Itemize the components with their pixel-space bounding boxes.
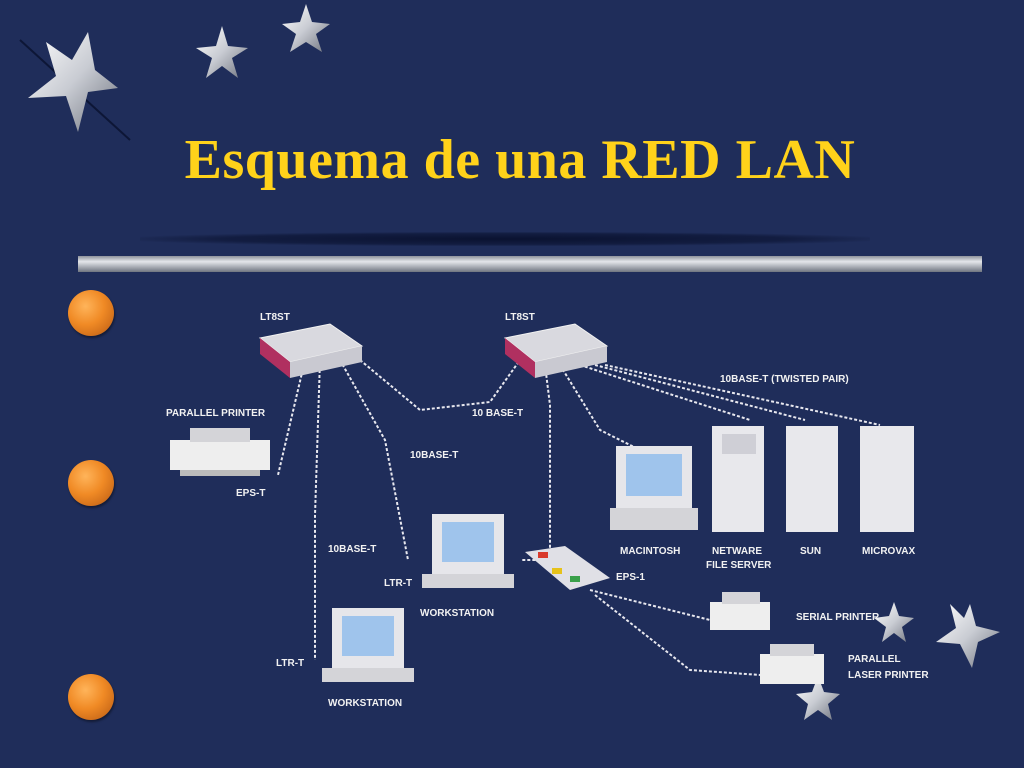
parallel-printer-label: PARALLEL PRINTER	[166, 408, 266, 419]
parallel-laser-label-1: PARALLEL	[848, 654, 901, 665]
bullet-icon	[68, 674, 114, 720]
workstation-label-2: WORKSTATION	[328, 698, 402, 709]
star-icon	[19, 32, 131, 141]
ltr-t-label-2: LTR-T	[276, 658, 304, 669]
link-left-label: 10BASE-T	[328, 544, 376, 555]
macintosh-icon	[610, 446, 698, 530]
transceiver-icon	[525, 546, 610, 590]
slide-title: Esquema de una RED LAN	[184, 129, 856, 191]
server-icon	[712, 426, 764, 532]
microvax-label: MICROVAX	[862, 546, 915, 557]
hub-left	[258, 323, 364, 378]
bullet-icon	[68, 460, 114, 506]
workstation-icon	[322, 608, 414, 682]
server-icon	[860, 426, 914, 532]
parallel-laser-label-2: LASER PRINTER	[848, 670, 929, 681]
star-icon	[196, 26, 248, 78]
laser-printer-icon	[760, 644, 824, 684]
netware-label-2: FILE SERVER	[706, 560, 772, 571]
parallel-printer-icon	[170, 428, 270, 476]
hub-right	[503, 323, 609, 378]
bullet-icon	[68, 290, 114, 336]
serial-printer-icon	[710, 592, 770, 630]
title-shadow	[140, 232, 870, 246]
ltr-t-label-1: LTR-T	[384, 578, 412, 589]
workstation-label-1: WORKSTATION	[420, 608, 494, 619]
macintosh-label: MACINTOSH	[620, 546, 680, 557]
network-cables	[277, 359, 881, 676]
eps-1-label: EPS-1	[616, 572, 645, 583]
eps-t-label: EPS-T	[236, 488, 265, 499]
server-icon	[786, 426, 838, 532]
sun-label: SUN	[800, 546, 821, 557]
netware-label-1: NETWARE	[712, 546, 762, 557]
star-icon	[282, 4, 330, 52]
lan-diagram: LT8ST LT8ST 10BASE-T (TWISTED PAIR) 10 B…	[166, 312, 929, 709]
hub-left-label: LT8ST	[260, 312, 290, 323]
link-vertical-label: 10BASE-T	[410, 450, 458, 461]
twisted-pair-label: 10BASE-T (TWISTED PAIR)	[720, 374, 849, 385]
title-divider	[78, 256, 982, 272]
workstation-icon	[422, 514, 514, 588]
link-mid-label: 10 BASE-T	[472, 408, 523, 419]
serial-printer-label: SERIAL PRINTER	[796, 612, 880, 623]
hub-right-label: LT8ST	[505, 312, 535, 323]
